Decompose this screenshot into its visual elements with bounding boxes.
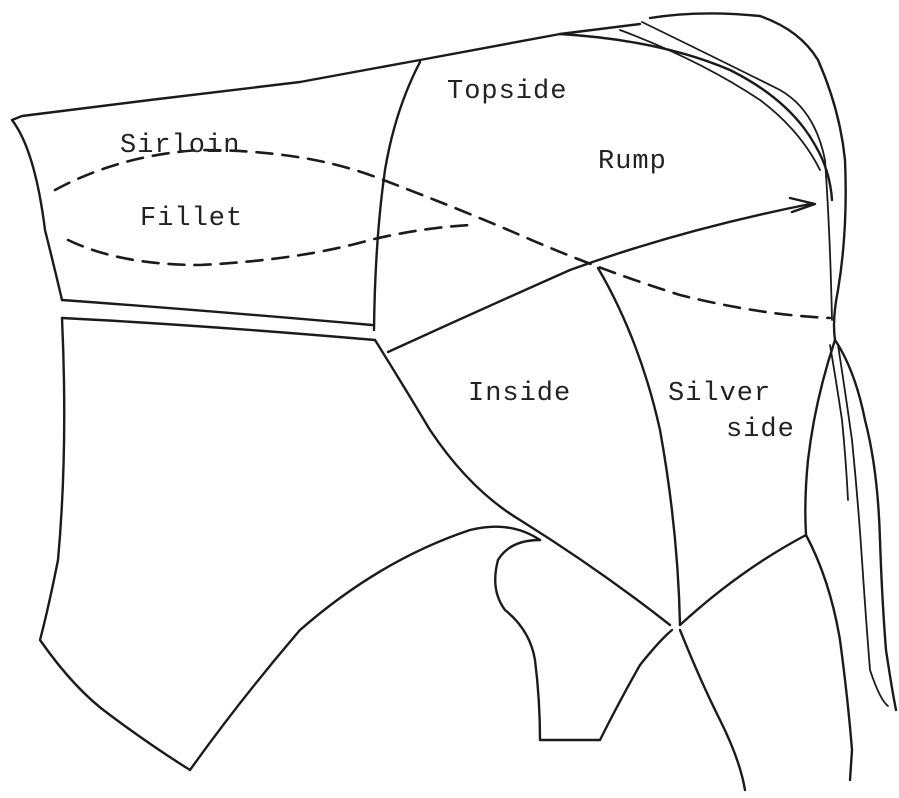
leg-right-lower: [680, 630, 745, 790]
label-topside: Topside: [447, 77, 567, 107]
label-silverside-line2: side: [726, 415, 795, 445]
label-fillet: Fillet: [140, 204, 243, 234]
label-inside: Inside: [468, 379, 571, 409]
label-rump: Rump: [598, 147, 667, 177]
fillet-dashed-upper: [55, 150, 830, 318]
tail-outer: [650, 13, 896, 710]
topside-left-boundary: [374, 62, 420, 330]
silverside-left-boundary: [598, 268, 680, 625]
label-silverside-line1: Silver: [668, 379, 771, 409]
silverside-right-boundary: [805, 340, 835, 535]
label-sirloin: Sirloin: [120, 131, 240, 161]
fillet-dashed-lower: [68, 225, 470, 265]
leg-left-shank: [495, 540, 672, 740]
leg-right-upper: [680, 535, 852, 780]
